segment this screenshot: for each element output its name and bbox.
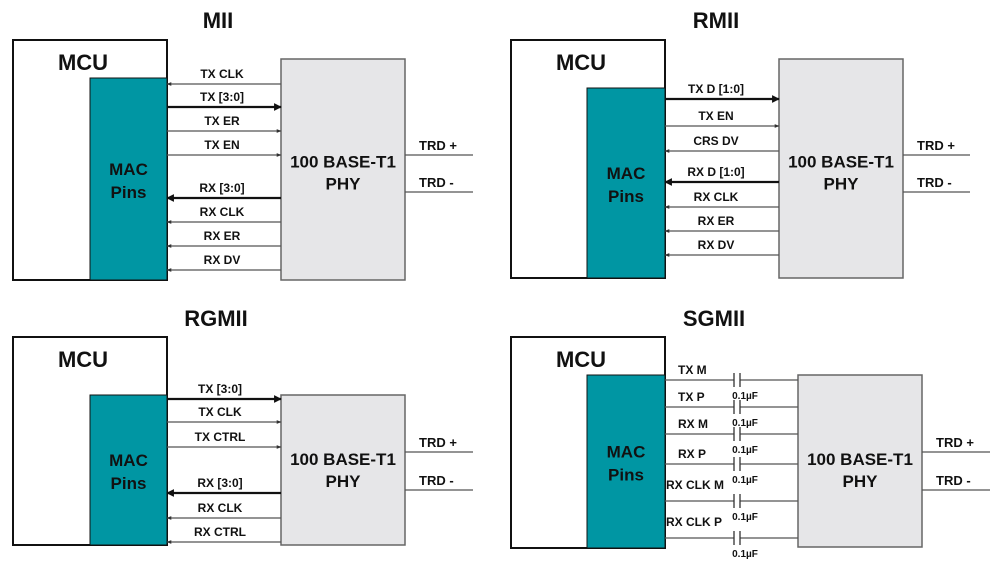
signal-label: TX CLK <box>200 67 244 81</box>
mac-pins-block <box>89 77 168 281</box>
signal-label: RX M <box>678 417 708 431</box>
capacitor-value: 0.1µF <box>732 549 758 560</box>
signal-label: RX DV <box>204 253 241 267</box>
signal-label: TX CTRL <box>195 430 246 444</box>
trd-minus-label: TRD - <box>419 175 454 190</box>
pins-label: Pins <box>608 187 644 206</box>
signal-label: RX P <box>678 447 706 461</box>
phy-sub-label: PHY <box>326 175 362 194</box>
signal-label: RX CTRL <box>194 525 246 539</box>
phy-sub-label: PHY <box>843 472 879 491</box>
mac-pins-block <box>586 87 666 279</box>
signal-label: TX EN <box>204 138 239 152</box>
signal-label: RX CLK <box>198 501 243 515</box>
pins-label: Pins <box>608 466 644 485</box>
signal-label: CRS DV <box>693 134 738 148</box>
signal-label: TX D [1:0] <box>688 82 744 96</box>
phy-label: 100 BASE-T1 <box>290 450 396 469</box>
pins-label: Pins <box>111 474 147 493</box>
phy-box <box>280 58 406 281</box>
capacitor-value: 0.1µF <box>732 418 758 429</box>
signal-label: TX P <box>678 390 705 404</box>
signal-label: RX CLK P <box>666 515 722 529</box>
trd-minus-label: TRD - <box>917 175 952 190</box>
panel-title: MII <box>203 8 234 33</box>
capacitor-value: 0.1µF <box>732 445 758 456</box>
mac-label: MAC <box>607 443 646 462</box>
trd-plus-label: TRD + <box>936 435 974 450</box>
phy-label: 100 BASE-T1 <box>290 153 396 172</box>
capacitor-value: 0.1µF <box>732 512 758 523</box>
signal-label: TX EN <box>698 109 733 123</box>
signal-label: TX [3:0] <box>198 382 242 396</box>
signal-label: RX ER <box>204 229 241 243</box>
signal-label: TX M <box>678 363 707 377</box>
signal-label: RX [3:0] <box>197 476 242 490</box>
signal-label: RX CLK <box>200 205 245 219</box>
trd-plus-label: TRD + <box>917 138 955 153</box>
signal-label: RX [3:0] <box>199 181 244 195</box>
signal-label: RX CLK <box>694 190 739 204</box>
mcu-label: MCU <box>58 50 108 75</box>
panel-title: RMII <box>693 8 739 33</box>
phy-label: 100 BASE-T1 <box>807 450 913 469</box>
phy-box <box>797 374 923 548</box>
signal-label: RX CLK M <box>666 478 724 492</box>
panel-title: SGMII <box>683 306 745 331</box>
panel-title: RGMII <box>184 306 248 331</box>
mcu-label: MCU <box>556 50 606 75</box>
capacitor-value: 0.1µF <box>732 475 758 486</box>
capacitor-value: 0.1µF <box>732 391 758 402</box>
phy-box <box>280 394 406 546</box>
trd-plus-label: TRD + <box>419 435 457 450</box>
mac-pins-block <box>89 394 168 546</box>
mcu-label: MCU <box>556 347 606 372</box>
phy-sub-label: PHY <box>824 175 860 194</box>
signal-label: TX ER <box>204 114 240 128</box>
trd-minus-label: TRD - <box>936 473 971 488</box>
mac-label: MAC <box>607 164 646 183</box>
signal-label: RX D [1:0] <box>687 165 744 179</box>
signal-label: RX ER <box>698 214 735 228</box>
mac-pins-block <box>586 374 666 549</box>
phy-label: 100 BASE-T1 <box>788 153 894 172</box>
phy-sub-label: PHY <box>326 472 362 491</box>
pins-label: Pins <box>111 183 147 202</box>
mcu-label: MCU <box>58 347 108 372</box>
trd-minus-label: TRD - <box>419 473 454 488</box>
signal-label: TX [3:0] <box>200 90 244 104</box>
trd-plus-label: TRD + <box>419 138 457 153</box>
signal-label: RX DV <box>698 238 735 252</box>
mac-label: MAC <box>109 160 148 179</box>
phy-box <box>778 58 904 279</box>
mac-label: MAC <box>109 451 148 470</box>
signal-label: TX CLK <box>198 405 242 419</box>
